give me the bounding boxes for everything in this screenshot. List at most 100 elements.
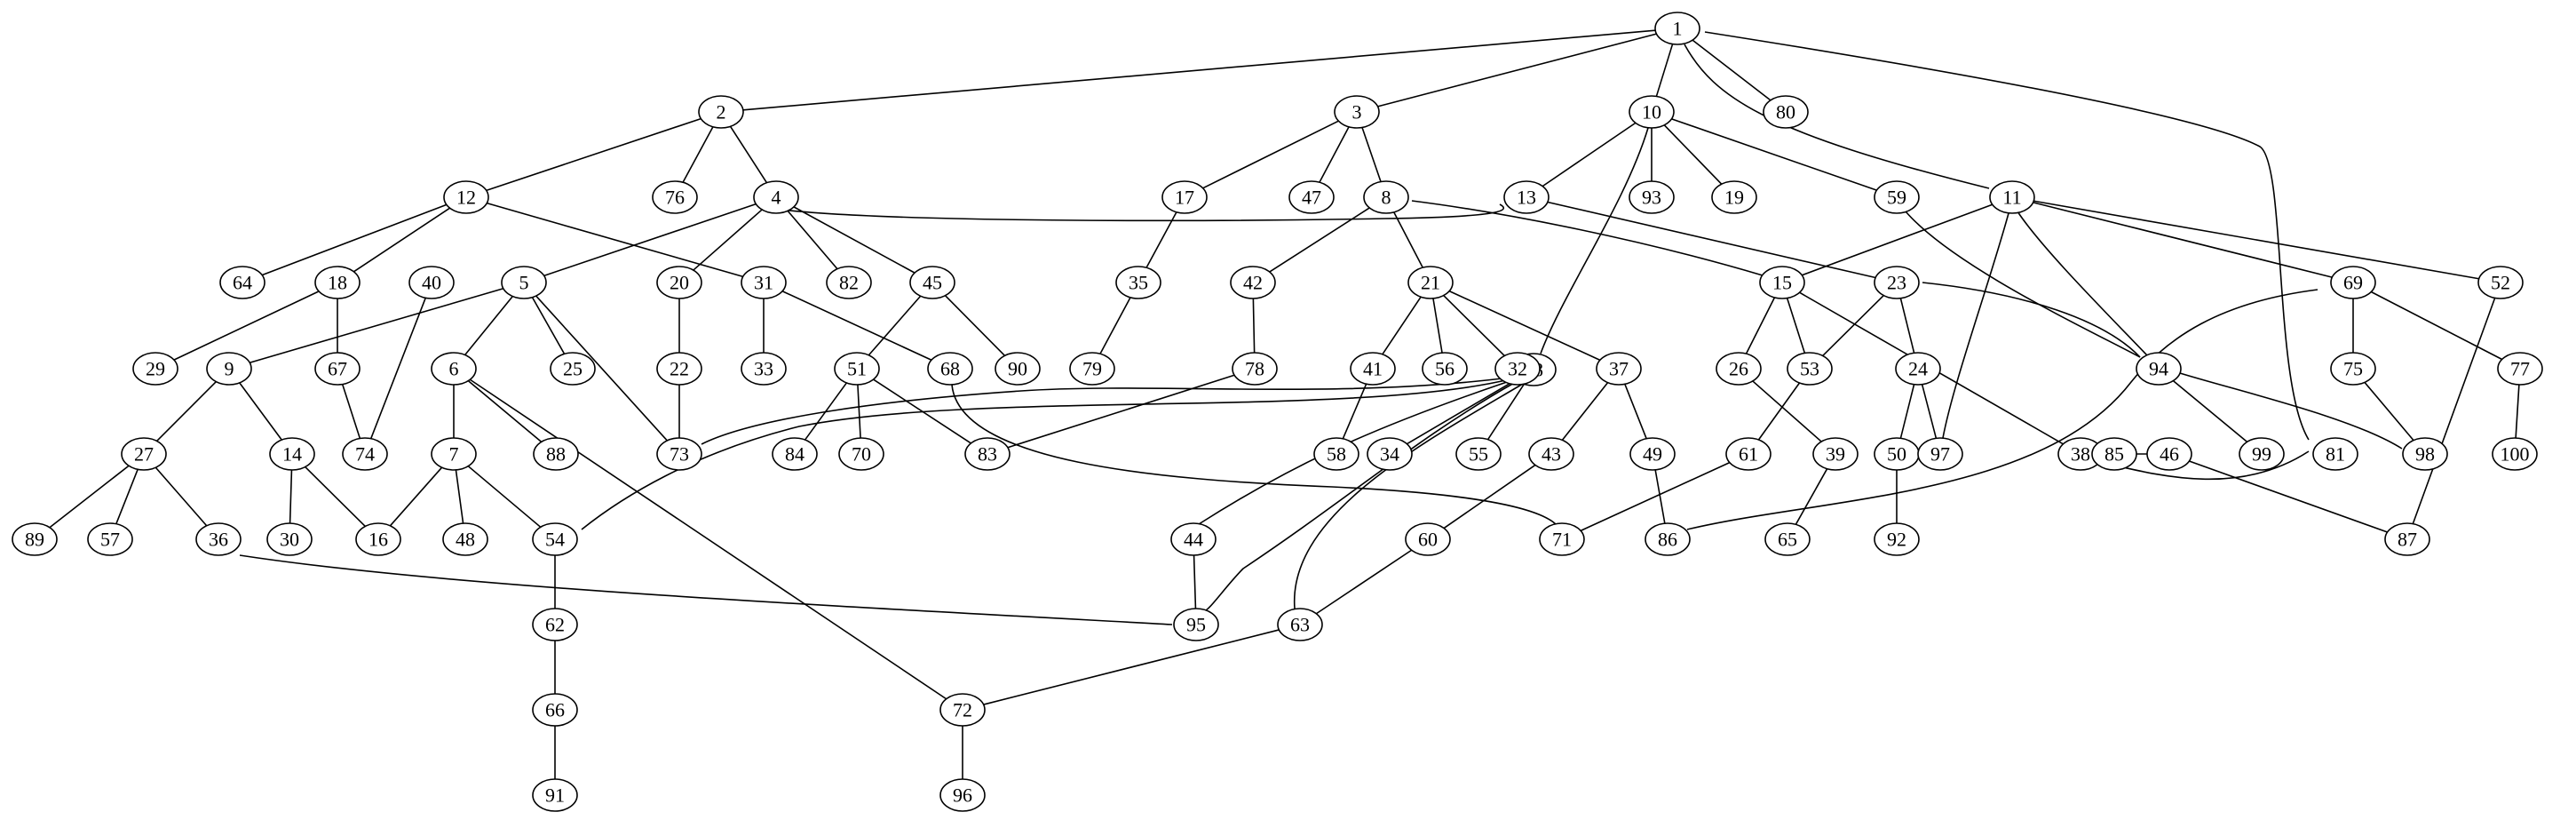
node-15[interactable]: 15 bbox=[1759, 266, 1805, 299]
node-63[interactable]: 63 bbox=[1277, 608, 1323, 641]
node-74[interactable]: 74 bbox=[342, 437, 388, 471]
node-53[interactable]: 53 bbox=[1787, 352, 1833, 386]
node-14[interactable]: 14 bbox=[269, 437, 315, 471]
node-61[interactable]: 61 bbox=[1725, 437, 1771, 471]
node-51[interactable]: 51 bbox=[834, 352, 880, 386]
node-4[interactable]: 4 bbox=[753, 180, 799, 214]
node-40[interactable]: 40 bbox=[408, 266, 455, 299]
node-54[interactable]: 54 bbox=[532, 522, 578, 556]
node-78[interactable]: 78 bbox=[1232, 352, 1278, 386]
node-58[interactable]: 58 bbox=[1313, 437, 1359, 471]
node-30[interactable]: 30 bbox=[266, 522, 313, 556]
node-81[interactable]: 81 bbox=[2312, 437, 2358, 471]
node-6[interactable]: 6 bbox=[431, 352, 477, 386]
node-79[interactable]: 79 bbox=[1069, 352, 1115, 386]
node-38[interactable]: 38 bbox=[2057, 437, 2104, 471]
node-87[interactable]: 87 bbox=[2384, 522, 2430, 556]
node-71[interactable]: 71 bbox=[1539, 522, 1585, 556]
node-24[interactable]: 24 bbox=[1895, 352, 1941, 386]
node-97[interactable]: 97 bbox=[1917, 437, 1963, 471]
node-73[interactable]: 73 bbox=[656, 437, 702, 471]
node-26[interactable]: 26 bbox=[1716, 352, 1762, 386]
node-31[interactable]: 31 bbox=[741, 266, 787, 299]
node-100[interactable]: 100 bbox=[2492, 437, 2538, 471]
node-86[interactable]: 86 bbox=[1645, 522, 1691, 556]
node-98[interactable]: 98 bbox=[2402, 437, 2448, 471]
node-22[interactable]: 22 bbox=[656, 352, 702, 386]
node-45[interactable]: 45 bbox=[909, 266, 955, 299]
node-25[interactable]: 25 bbox=[550, 352, 596, 386]
node-32[interactable]: 32 bbox=[1494, 352, 1541, 386]
node-83[interactable]: 83 bbox=[964, 437, 1011, 471]
node-42[interactable]: 42 bbox=[1230, 266, 1276, 299]
node-69[interactable]: 69 bbox=[2330, 266, 2376, 299]
node-60[interactable]: 60 bbox=[1405, 522, 1451, 556]
node-label: 85 bbox=[2104, 443, 2124, 466]
node-72[interactable]: 72 bbox=[939, 693, 986, 727]
node-50[interactable]: 50 bbox=[1874, 437, 1920, 471]
node-36[interactable]: 36 bbox=[195, 522, 242, 556]
node-47[interactable]: 47 bbox=[1288, 180, 1335, 214]
node-46[interactable]: 46 bbox=[2146, 437, 2192, 471]
node-62[interactable]: 62 bbox=[532, 608, 578, 641]
node-43[interactable]: 43 bbox=[1528, 437, 1574, 471]
node-95[interactable]: 95 bbox=[1173, 608, 1219, 641]
node-91[interactable]: 91 bbox=[532, 778, 578, 812]
node-20[interactable]: 20 bbox=[656, 266, 702, 299]
node-17[interactable]: 17 bbox=[1161, 180, 1208, 214]
node-11[interactable]: 11 bbox=[1989, 180, 2035, 214]
node-48[interactable]: 48 bbox=[442, 522, 488, 556]
node-80[interactable]: 80 bbox=[1763, 95, 1809, 129]
node-94[interactable]: 94 bbox=[2136, 352, 2182, 386]
node-3[interactable]: 3 bbox=[1334, 95, 1380, 129]
node-49[interactable]: 49 bbox=[1629, 437, 1676, 471]
node-7[interactable]: 7 bbox=[431, 437, 477, 471]
node-13[interactable]: 13 bbox=[1503, 180, 1550, 214]
node-59[interactable]: 59 bbox=[1874, 180, 1920, 214]
node-57[interactable]: 57 bbox=[87, 522, 133, 556]
node-82[interactable]: 82 bbox=[826, 266, 872, 299]
node-21[interactable]: 21 bbox=[1407, 266, 1454, 299]
node-64[interactable]: 64 bbox=[219, 266, 266, 299]
node-77[interactable]: 77 bbox=[2497, 352, 2543, 386]
node-85[interactable]: 85 bbox=[2091, 437, 2137, 471]
node-41[interactable]: 41 bbox=[1350, 352, 1396, 386]
node-34[interactable]: 34 bbox=[1367, 437, 1413, 471]
node-68[interactable]: 68 bbox=[927, 352, 973, 386]
node-1[interactable]: 1 bbox=[1654, 12, 1700, 45]
node-89[interactable]: 89 bbox=[12, 522, 58, 556]
node-33[interactable]: 33 bbox=[741, 352, 787, 386]
node-23[interactable]: 23 bbox=[1874, 266, 1920, 299]
node-2[interactable]: 2 bbox=[698, 95, 744, 129]
node-44[interactable]: 44 bbox=[1170, 522, 1217, 556]
node-55[interactable]: 55 bbox=[1455, 437, 1502, 471]
node-8[interactable]: 8 bbox=[1363, 180, 1409, 214]
node-66[interactable]: 66 bbox=[532, 693, 578, 727]
node-84[interactable]: 84 bbox=[772, 437, 818, 471]
node-16[interactable]: 16 bbox=[355, 522, 401, 556]
node-29[interactable]: 29 bbox=[132, 352, 178, 386]
node-35[interactable]: 35 bbox=[1115, 266, 1161, 299]
node-39[interactable]: 39 bbox=[1812, 437, 1859, 471]
node-90[interactable]: 90 bbox=[995, 352, 1041, 386]
node-93[interactable]: 93 bbox=[1629, 180, 1675, 214]
node-18[interactable]: 18 bbox=[314, 266, 361, 299]
node-5[interactable]: 5 bbox=[501, 266, 547, 299]
node-27[interactable]: 27 bbox=[121, 437, 167, 471]
node-10[interactable]: 10 bbox=[1629, 95, 1675, 129]
node-92[interactable]: 92 bbox=[1874, 522, 1920, 556]
node-12[interactable]: 12 bbox=[443, 180, 489, 214]
node-65[interactable]: 65 bbox=[1764, 522, 1811, 556]
node-19[interactable]: 19 bbox=[1711, 180, 1757, 214]
node-99[interactable]: 99 bbox=[2239, 437, 2285, 471]
node-76[interactable]: 76 bbox=[652, 180, 698, 214]
node-67[interactable]: 67 bbox=[314, 352, 361, 386]
node-96[interactable]: 96 bbox=[939, 778, 986, 812]
node-52[interactable]: 52 bbox=[2477, 266, 2524, 299]
node-70[interactable]: 70 bbox=[838, 437, 884, 471]
node-9[interactable]: 9 bbox=[206, 352, 252, 386]
node-56[interactable]: 56 bbox=[1422, 352, 1468, 386]
node-37[interactable]: 37 bbox=[1596, 352, 1642, 386]
node-75[interactable]: 75 bbox=[2330, 352, 2376, 386]
node-88[interactable]: 88 bbox=[533, 437, 579, 471]
